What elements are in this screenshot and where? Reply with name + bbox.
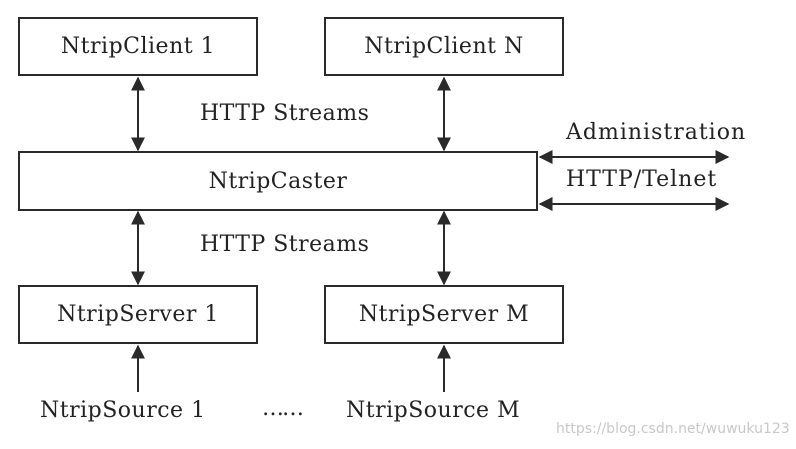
http-streams-top-label: HTTP Streams — [200, 101, 370, 126]
ntrip-source-m-label: NtripSource M — [346, 398, 521, 423]
ntrip-client-1-label: NtripClient 1 — [60, 34, 216, 59]
ntrip-source-1-label: NtripSource 1 — [40, 398, 206, 423]
ntrip-client-n-box: NtripClient N — [324, 17, 564, 76]
ntrip-server-m-label: NtripServer M — [358, 302, 530, 327]
administration-label: Administration — [566, 120, 747, 145]
ntrip-server-1-box: NtripServer 1 — [18, 285, 258, 344]
ntrip-server-1-label: NtripServer 1 — [57, 302, 219, 327]
watermark-url: https://blog.csdn.net/wuwuku123 — [556, 421, 790, 437]
ntrip-caster-label: NtripCaster — [208, 168, 348, 194]
ntrip-client-1-box: NtripClient 1 — [18, 17, 258, 76]
ntrip-client-n-label: NtripClient N — [364, 34, 524, 59]
http-telnet-label: HTTP/Telnet — [566, 167, 718, 192]
http-streams-bottom-label: HTTP Streams — [200, 232, 370, 257]
ntrip-caster-box: NtripCaster — [18, 151, 538, 211]
ellipsis-label: …… — [262, 396, 304, 421]
ntrip-server-m-box: NtripServer M — [324, 285, 564, 344]
